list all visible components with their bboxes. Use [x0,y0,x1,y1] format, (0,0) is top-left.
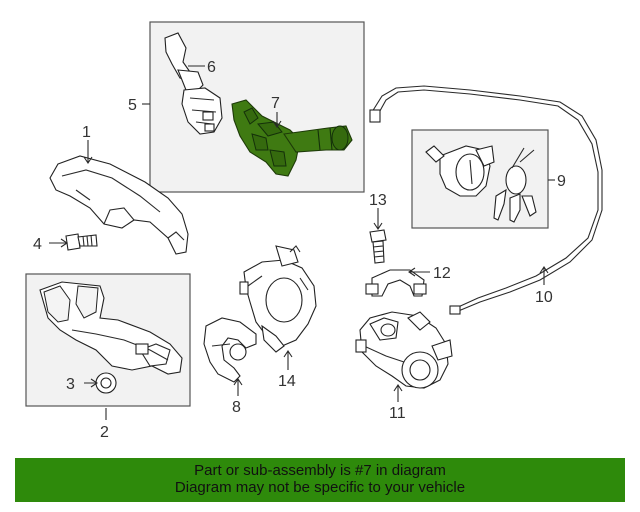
part-10-cable[interactable] [369,85,603,315]
callout-3: 3 [66,376,75,393]
part-13-bolt[interactable] [369,229,387,264]
callout-10: 10 [535,289,553,306]
part-11-ignition-body[interactable] [355,311,453,389]
part-4-screw[interactable] [65,233,98,251]
leader-lines [49,65,555,420]
banner-line-2: Diagram may not be specific to your vehi… [174,479,466,496]
part-14-clock-spring[interactable] [239,245,317,353]
part-2-lower-cover[interactable] [39,281,183,375]
part-9-lock-cylinder-keys[interactable] [425,145,537,223]
callout-2: 2 [100,424,109,441]
part-6-lever-switch[interactable] [164,32,223,135]
callout-9: 9 [557,173,566,190]
part-7-highlighted-switch[interactable] [231,99,353,177]
callout-labels: 1 2 3 4 5 6 7 8 9 10 11 12 13 14 [33,59,566,441]
callout-8: 8 [232,399,241,416]
callout-7: 7 [271,95,280,112]
info-banner: Part or sub-assembly is #7 in diagram Di… [15,458,625,502]
callout-13: 13 [369,192,387,209]
callout-6: 6 [207,59,216,76]
callout-1: 1 [82,124,91,141]
part-12-clamp[interactable] [365,269,427,297]
part-8-bracket[interactable] [203,317,257,383]
part-3-ring[interactable] [95,372,117,394]
callout-4: 4 [33,236,42,253]
banner-line-1: Part or sub-assembly is #7 in diagram [194,462,446,479]
parts-diagram: 1 2 3 4 5 6 7 8 9 10 11 12 13 14 [25,21,603,441]
callout-14: 14 [278,373,296,390]
part-1-upper-cover[interactable] [49,155,189,255]
callout-11: 11 [389,405,406,422]
callout-12: 12 [433,265,451,282]
callout-5: 5 [128,97,137,114]
